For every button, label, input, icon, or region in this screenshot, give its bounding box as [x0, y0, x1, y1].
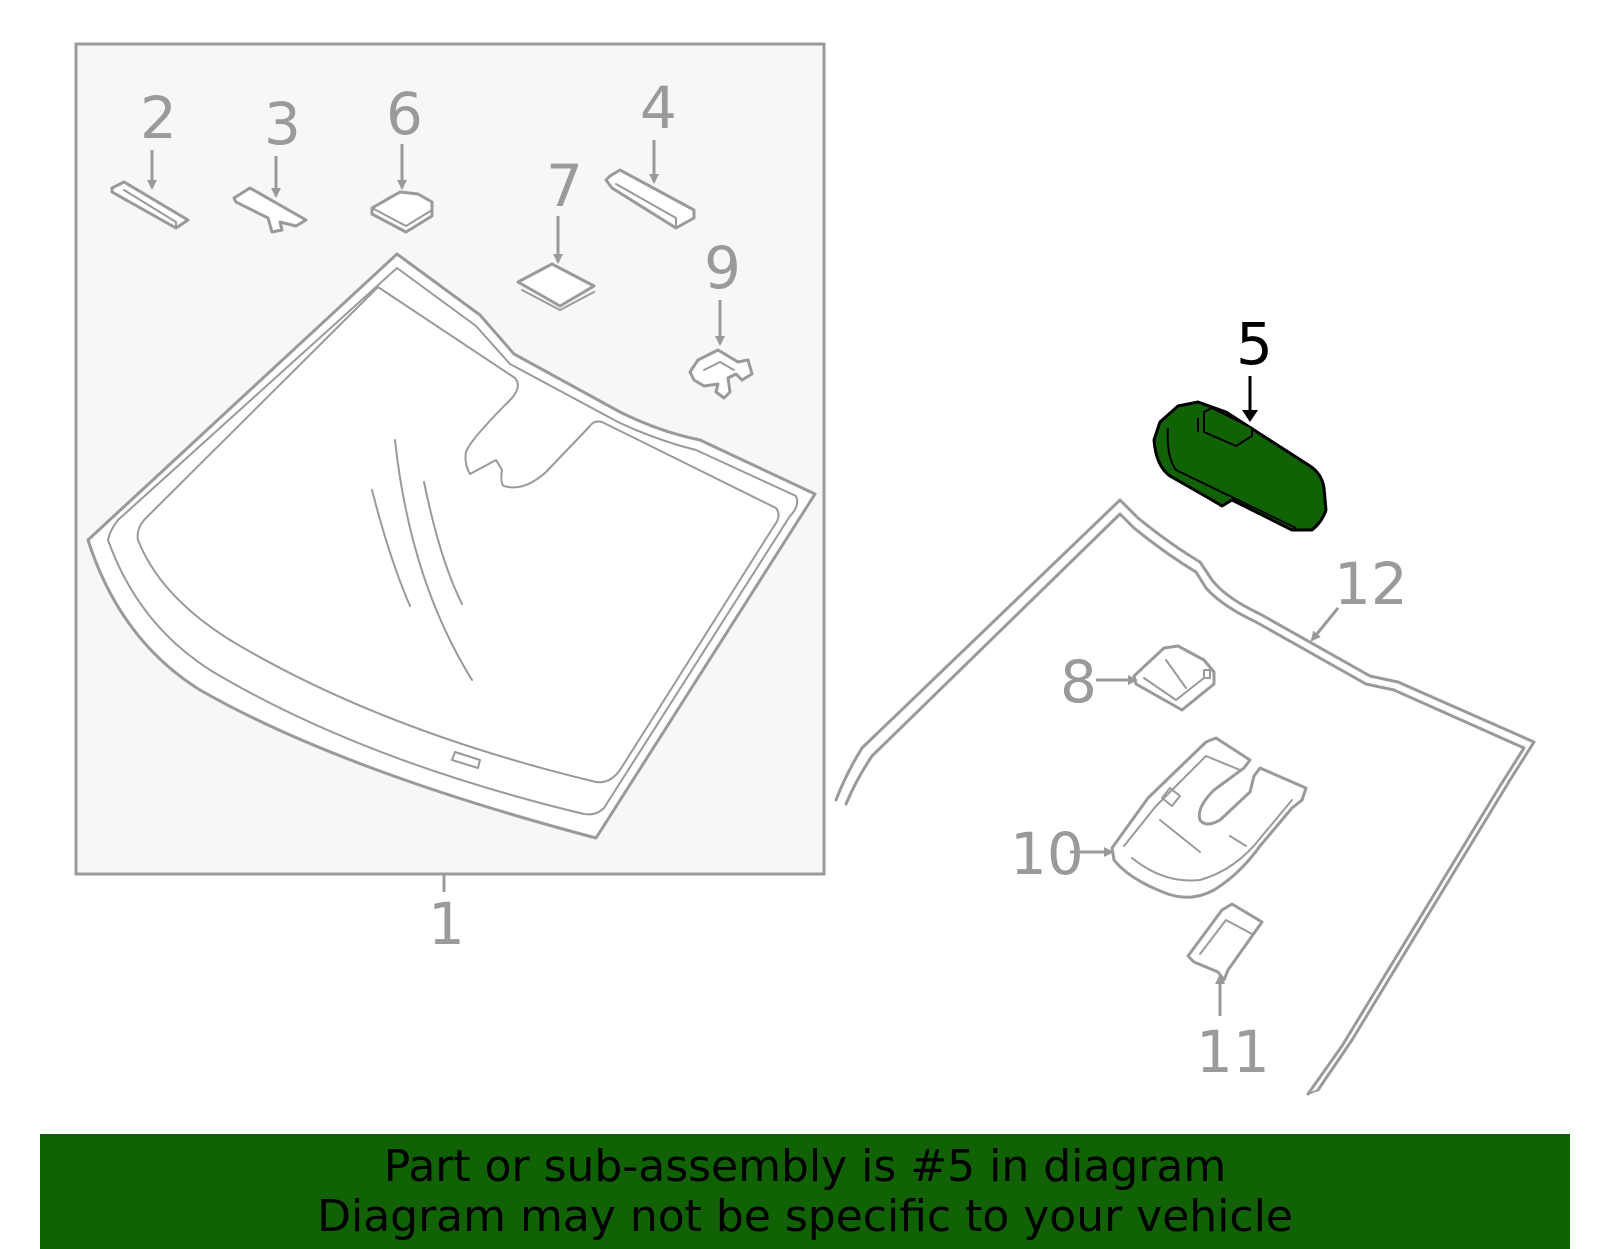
part-7-pad[interactable] [516, 262, 596, 311]
part-4-bracket[interactable] [604, 168, 696, 230]
part-6-pad[interactable] [370, 190, 434, 234]
leader-12 [1310, 607, 1340, 642]
leader-5-head [1242, 410, 1258, 422]
part-10-bracket[interactable] [1110, 736, 1308, 899]
callout-4: 4 [640, 74, 677, 142]
windshield-molding[interactable] [834, 498, 1536, 1096]
callout-10: 10 [1010, 820, 1084, 888]
callout-2: 2 [140, 84, 177, 152]
callout-7: 7 [546, 152, 583, 220]
part-2-bracket[interactable] [110, 180, 190, 230]
callout-9: 9 [704, 234, 741, 302]
part-9-clip[interactable] [688, 348, 754, 400]
callout-6: 6 [386, 80, 423, 148]
part-5-rearview-mirror[interactable] [1152, 400, 1328, 532]
callout-3: 3 [264, 90, 301, 158]
callout-8: 8 [1060, 648, 1097, 716]
banner-line-1: Part or sub-assembly is #5 in diagram [383, 1141, 1227, 1192]
part-info-banner: Part or sub-assembly is #5 in diagram Di… [40, 1134, 1570, 1249]
callout-1: 1 [428, 890, 465, 958]
windshield-glass[interactable] [86, 252, 817, 840]
part-8-cover[interactable] [1132, 644, 1216, 712]
callout-5: 5 [1236, 310, 1273, 378]
part-3-clip[interactable] [232, 186, 308, 234]
callout-12: 12 [1334, 550, 1408, 618]
part-11-clip[interactable] [1186, 902, 1264, 982]
banner-line-2: Diagram may not be specific to your vehi… [317, 1191, 1293, 1242]
callout-11: 11 [1196, 1018, 1270, 1086]
